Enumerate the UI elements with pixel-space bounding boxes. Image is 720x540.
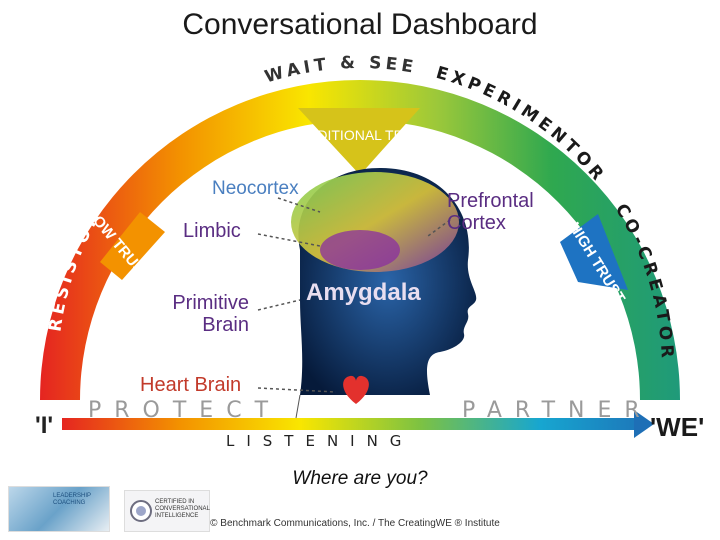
heart-leader (257, 387, 337, 393)
axis-label-protect: PROTECT (88, 398, 282, 423)
certification-logo-text: CERTIFIED IN CONVERSATIONAL INTELLIGENCE (155, 499, 210, 519)
label-limbic: Limbic (183, 220, 241, 242)
limbic-leader (257, 233, 321, 247)
low-trust-wedge (100, 212, 165, 280)
conditional-trust-wedge (298, 108, 420, 175)
coaching-logo-text: LEADERSHIP COACHING (53, 493, 91, 506)
arrow-head (634, 410, 654, 438)
label-prefrontal-line1: Prefrontal (447, 190, 534, 212)
neocortex-leader (277, 197, 321, 213)
label-amygdala: Amygdala (306, 279, 421, 306)
axis-end-we: 'WE' (650, 412, 705, 442)
primitive-leader (257, 299, 301, 311)
certification-logo: CERTIFIED IN CONVERSATIONAL INTELLIGENCE (124, 490, 210, 532)
limbic-core (320, 230, 400, 270)
head-connector (295, 394, 301, 419)
trust-label-conditional: CONDITIONAL TRUST (286, 127, 432, 143)
i-to-we-bar (62, 418, 636, 430)
label-prefrontal-line2: Cortex (447, 212, 506, 234)
prefrontal-leader (427, 219, 451, 237)
label-primitive-brain: Primitive Brain (155, 292, 249, 336)
label-primitive-line1: Primitive (172, 292, 249, 314)
label-neocortex: Neocortex (212, 178, 299, 199)
label-primitive-line2: Brain (202, 314, 249, 336)
label-heart-brain: Heart Brain (140, 374, 242, 396)
question-text: Where are you? (292, 468, 428, 489)
mindset-arc (40, 80, 680, 400)
axis-label-partner: PARTNER (462, 398, 653, 423)
label-prefrontal-cortex: Prefrontal Cortex (447, 190, 557, 234)
axis-label-listening: LISTENING (226, 432, 414, 450)
axis-start-i: 'I' (35, 412, 54, 439)
heart-icon (343, 375, 369, 404)
coaching-logo: LEADERSHIP COACHING (8, 486, 110, 532)
high-trust-wedge (560, 214, 628, 290)
footer-copyright: © Benchmark Communications, Inc. / The C… (210, 518, 500, 529)
certification-seal-icon (130, 500, 152, 522)
page-title: Conversational Dashboard (182, 8, 538, 41)
